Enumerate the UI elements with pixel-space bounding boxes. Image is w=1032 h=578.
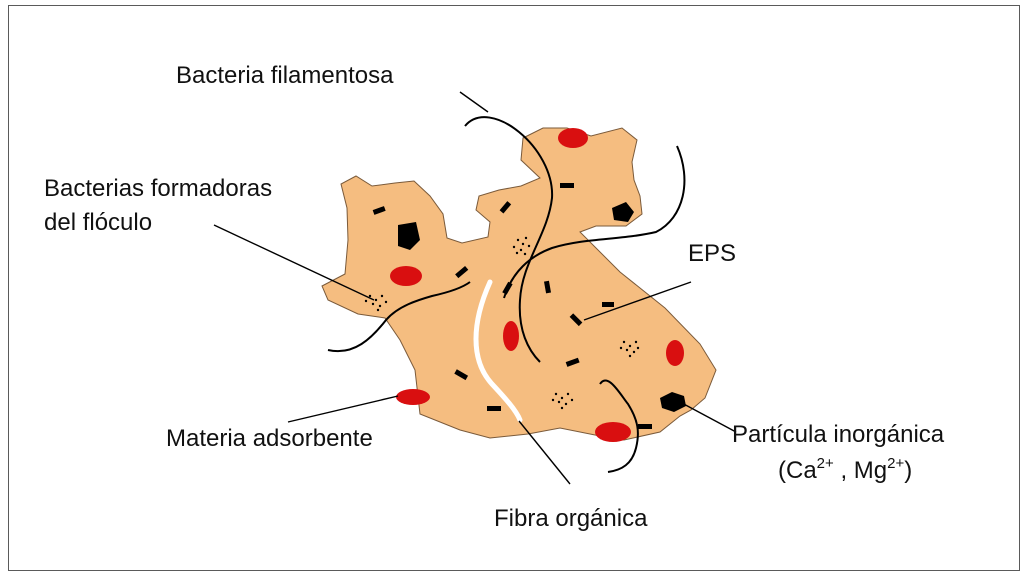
- ions-close: ): [904, 457, 912, 484]
- leader-inorganic: [680, 402, 736, 432]
- adsorbed-particle: [666, 340, 684, 366]
- label-floc-forming-bacteria-line1: Bacterias formadoras: [44, 175, 272, 203]
- bacterium-rod: [638, 424, 652, 429]
- label-eps: EPS: [688, 240, 736, 268]
- ions-open: (Ca: [778, 457, 817, 484]
- leader-adsorbed: [288, 396, 398, 422]
- bacterium-rod: [560, 183, 574, 188]
- label-adsorbed-matter: Materia adsorbente: [166, 425, 373, 453]
- adsorbed-particle: [390, 266, 422, 286]
- label-inorganic-ions: (Ca2+ , Mg2+): [778, 457, 912, 485]
- bacterium-rod: [487, 406, 501, 411]
- mg-charge: 2+: [887, 455, 904, 472]
- floc-body: [322, 128, 716, 440]
- adsorbed-particle: [503, 321, 519, 351]
- label-inorganic-particle: Partícula inorgánica: [732, 421, 944, 449]
- ions-sep: , Mg: [834, 457, 887, 484]
- bacterium-rod: [602, 302, 614, 307]
- leader-filamentous: [460, 92, 488, 112]
- label-organic-fiber: Fibra orgánica: [494, 505, 647, 533]
- adsorbed-particle: [595, 422, 631, 442]
- adsorbed-particle: [558, 128, 588, 148]
- adsorbed-particle: [396, 389, 430, 405]
- label-floc-forming-bacteria-line2: del flóculo: [44, 209, 152, 237]
- label-filamentous-bacteria: Bacteria filamentosa: [176, 62, 393, 90]
- ca-charge: 2+: [817, 455, 834, 472]
